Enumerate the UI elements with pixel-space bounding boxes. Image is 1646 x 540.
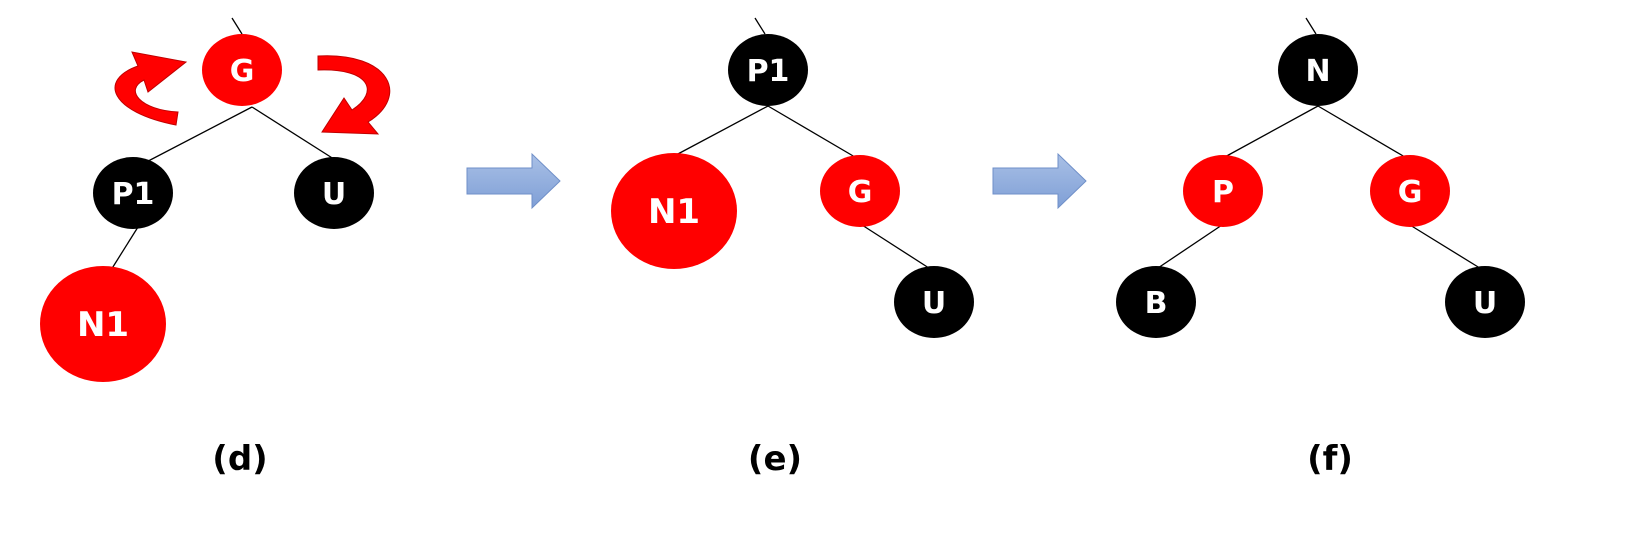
node-g-circle (820, 155, 900, 227)
panel-f: N P G B U (f) (1116, 17, 1525, 479)
node-p1: P1 (93, 157, 173, 229)
node-p1-label: P1 (747, 54, 790, 89)
node-u: U (894, 266, 974, 338)
node-b-circle (1116, 266, 1196, 338)
node-u-circle (1445, 266, 1525, 338)
edge-parent-g (231, 17, 243, 35)
node-n: N (1278, 34, 1358, 106)
node-p-label: P (1212, 175, 1234, 210)
node-g-label: G (230, 54, 255, 89)
edge-g-u (1409, 224, 1484, 271)
node-n1-circle (40, 266, 166, 382)
node-u: U (1445, 266, 1525, 338)
edge-p1-n1 (675, 105, 769, 156)
node-u-label: U (322, 177, 346, 212)
node-g: G (820, 155, 900, 227)
edge-n-p (1222, 105, 1319, 159)
edge-p1-g (767, 105, 861, 161)
node-g-circle (202, 34, 282, 106)
node-n1: N1 (611, 153, 737, 269)
rotation-arrow-right-icon (317, 55, 391, 135)
caption-e: (e) (748, 439, 802, 479)
edge-parent-p1 (754, 17, 766, 35)
node-p1-circle (93, 157, 173, 229)
caption-d: (d) (212, 439, 267, 479)
node-b: B (1116, 266, 1196, 338)
node-u: U (294, 157, 374, 229)
node-g: G (202, 34, 282, 106)
node-n-circle (1278, 34, 1358, 106)
node-p1: P1 (728, 34, 808, 106)
rotation-arrow-left-icon (114, 51, 188, 126)
caption-f: (f) (1307, 439, 1353, 479)
panel-e: P1 N1 G U (e) (611, 17, 974, 479)
node-g: G (1370, 155, 1450, 227)
edge-parent-n (1305, 17, 1317, 35)
node-p1-circle (728, 34, 808, 106)
edge-n-g (1317, 105, 1411, 161)
node-p-circle (1183, 155, 1263, 227)
node-u-circle (294, 157, 374, 229)
node-g-circle (1370, 155, 1450, 227)
node-n-label: N (1305, 54, 1330, 89)
edge-g-p1 (130, 106, 253, 171)
node-b-label: B (1145, 286, 1168, 321)
node-n1: N1 (40, 266, 166, 382)
node-u-label: U (922, 286, 946, 321)
transition-arrow-icon (466, 152, 561, 210)
node-p: P (1183, 155, 1263, 227)
transition-arrow-icon (992, 152, 1087, 210)
node-n1-circle (611, 153, 737, 269)
node-n1-label: N1 (648, 192, 700, 232)
edge-g-u (861, 224, 933, 271)
node-g-label: G (848, 175, 873, 210)
node-u-label: U (1473, 286, 1497, 321)
node-u-circle (894, 266, 974, 338)
node-n1-label: N1 (77, 305, 129, 345)
node-g-label: G (1398, 175, 1423, 210)
panel-d: G P1 U N1 (d) (40, 17, 391, 479)
edge-p-b (1154, 224, 1223, 271)
node-p1-label: P1 (112, 177, 155, 212)
